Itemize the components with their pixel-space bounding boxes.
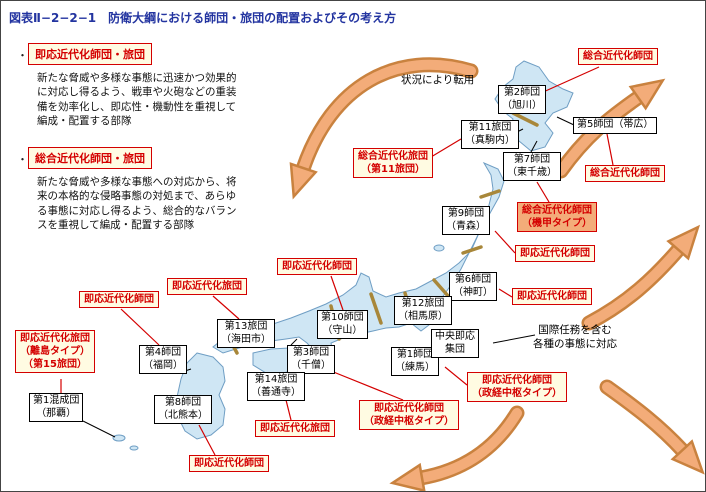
unit-12th-brigade: 第12旅団 （相馬原） xyxy=(394,296,452,325)
unit-14th-brigade: 第14旅団 （善通寺） xyxy=(247,372,305,401)
deploy-arrow-southwest xyxy=(421,405,525,478)
sado-island xyxy=(433,244,445,252)
small-island xyxy=(129,445,139,451)
tag-ready-brigade-left: 即応近代化旅団 xyxy=(167,278,247,295)
tag-integrated-division-e: 総合近代化師団 xyxy=(585,165,665,182)
unit-4th-division: 第4師団 （福岡） xyxy=(139,345,187,374)
tag-ready-division-right-2: 即応近代化師団 xyxy=(512,288,592,305)
note-international-missions: 国際任務を含む 各種の事態に対応 xyxy=(533,324,617,351)
boundary-line xyxy=(479,189,501,199)
tag-ready-brigade-remote-islands: 即応近代化旅団 （離島タイプ） （第15旅団） xyxy=(15,330,95,373)
unit-2nd-division: 第2師団 （旭川） xyxy=(498,85,546,114)
unit-5th-division: 第5師団（帯広） xyxy=(573,117,658,134)
deploy-arrow-southeast xyxy=(599,379,683,451)
unit-11th-brigade: 第11旅団 （真駒内） xyxy=(461,120,519,149)
unit-3rd-division: 第3師団 （千僧） xyxy=(287,345,335,374)
unit-10th-division: 第10師団 （守山） xyxy=(317,310,368,339)
unit-13th-brigade: 第13旅団 （海田市） xyxy=(217,319,275,348)
transfer-arrow-northwest xyxy=(303,57,479,169)
tag-ready-brigade-bottom: 即応近代化旅団 xyxy=(255,420,335,437)
tag-ready-division-right-1: 即応近代化師団 xyxy=(515,245,595,262)
legend-heading-ready-modernized: 即応近代化師団・旅団 xyxy=(28,43,152,65)
tag-ready-division-left-1: 即応近代化師団 xyxy=(277,258,357,275)
legend-bullet-2: ・ xyxy=(17,153,28,166)
unit-7th-division: 第7師団 （東千歳） xyxy=(503,152,561,181)
tag-ready-division-capital-right: 即応近代化師団 （政経中枢タイプ） xyxy=(467,372,567,402)
boundary-line xyxy=(432,278,451,299)
unit-9th-division: 第9師団 （青森） xyxy=(442,206,490,235)
unit-8th-division: 第8師団 （北熊本） xyxy=(154,395,212,424)
note-conversion: 状況により転用 xyxy=(401,74,475,86)
tag-ready-division-bottom: 即応近代化師団 xyxy=(189,455,269,472)
transfer-arrow-northeast xyxy=(553,97,639,179)
unit-1st-division: 第1師団 （練馬） xyxy=(391,347,439,376)
okinawa-island xyxy=(112,434,126,442)
legend-body-ready-modernized: 新たな脅威や多様な事態に迅速かつ効果的に対応し得るよう、戦車や火砲などの重装備を… xyxy=(37,72,237,128)
legend-bullet-1: ・ xyxy=(17,49,28,62)
tag-ready-division-capital-bottom: 即応近代化師団 （政経中枢タイプ） xyxy=(359,400,459,430)
unit-central-readiness-group: 中央即応 集団 xyxy=(431,329,479,358)
legend-body-integrated-modernized: 新たな脅威や多様な事態への対応から、将来の本格的な侵略事態の対処まで、あらゆる事… xyxy=(37,176,237,232)
legend-heading-integrated-modernized: 総合近代化師団・旅団 xyxy=(28,147,152,169)
tag-integrated-division-ne: 総合近代化師団 xyxy=(578,48,658,65)
deploy-arrow-east xyxy=(581,249,679,331)
boundary-line xyxy=(461,245,483,255)
boundary-line xyxy=(369,292,383,325)
unit-1st-composite-brigade: 第1混成団 （那覇） xyxy=(29,393,84,422)
tag-integrated-brigade-11th: 総合近代化旅団 （第11旅団） xyxy=(353,148,433,178)
unit-6th-division: 第6師団 （神町） xyxy=(449,272,497,301)
tag-integrated-division-armored: 総合近代化師団 （機甲タイプ） xyxy=(517,202,597,232)
tag-ready-division-left-2: 即応近代化師団 xyxy=(79,291,159,308)
figure-title: 図表Ⅱ−2−2−1 防衛大綱における師団・旅団の配置およびその考え方 xyxy=(9,11,397,25)
boundary-line xyxy=(511,111,539,127)
